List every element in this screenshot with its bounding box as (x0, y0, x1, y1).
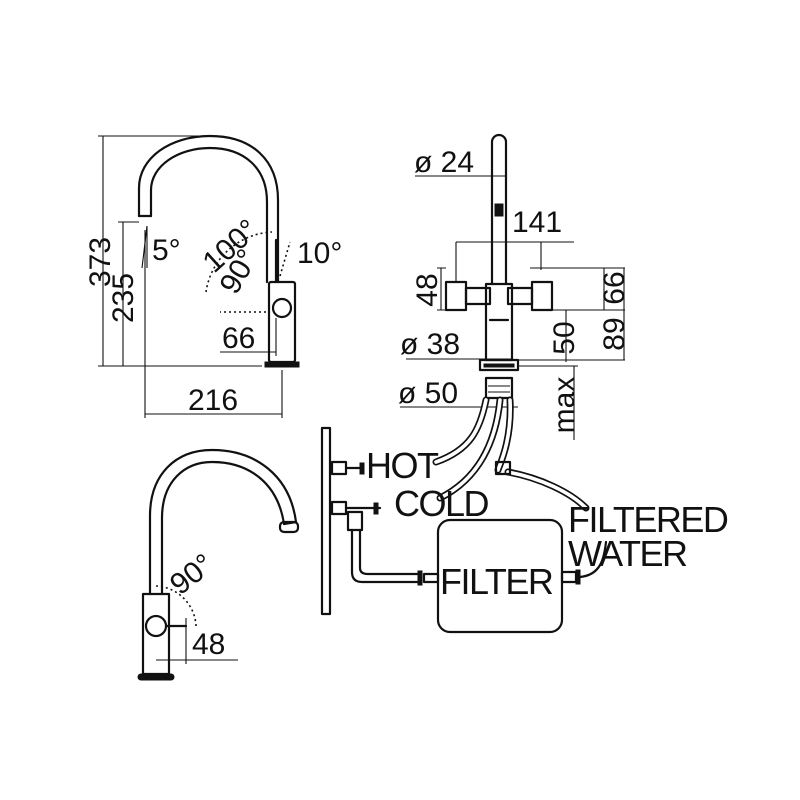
body-height-label: 50 (548, 321, 581, 354)
lower-view-faucet (137, 448, 300, 681)
base-diameter-label: ø 50 (398, 377, 458, 410)
body-diameter-label: ø 38 (400, 328, 460, 361)
front-view-faucet (444, 133, 554, 400)
lower-lever-offset-label: 48 (192, 628, 225, 661)
height-66-label: 66 (598, 271, 631, 304)
filter-label: FILTER (440, 561, 553, 602)
lower-view-labels: 90° 48 (164, 548, 225, 661)
handles-width-label: 141 (512, 206, 562, 239)
install-labels: HOT COLD FILTER FILTERED WATER (366, 445, 729, 602)
height-89-label: 89 (598, 317, 631, 350)
cold-label: COLD (394, 483, 489, 524)
tube-diameter-label: ø 24 (414, 146, 474, 179)
height-spout-label: 235 (107, 273, 140, 323)
lever-angle-front-label: 10° (297, 237, 342, 270)
height-total-label: 373 (84, 237, 117, 287)
max-label: max (548, 377, 581, 434)
water-label: WATER (568, 533, 687, 574)
lower-lever-angle-label: 90° (164, 548, 220, 602)
filtered-label: FILTERED (568, 499, 728, 540)
wall-panel (320, 426, 332, 616)
lower-view-dimensions (155, 585, 238, 664)
lever-offset-label: 66 (222, 322, 255, 355)
filter-unit (436, 518, 564, 634)
side-view-dimensions (98, 135, 283, 418)
reach-label: 216 (188, 384, 238, 417)
hot-label: HOT (366, 445, 439, 486)
handle-height-label: 48 (411, 273, 444, 306)
front-view-labels: ø 24 141 48 66 89 ø 38 50 ø 50 max (398, 146, 631, 433)
spout-angle-label: 5° (152, 234, 181, 267)
valves (330, 460, 608, 586)
supply-hoses (432, 396, 590, 512)
